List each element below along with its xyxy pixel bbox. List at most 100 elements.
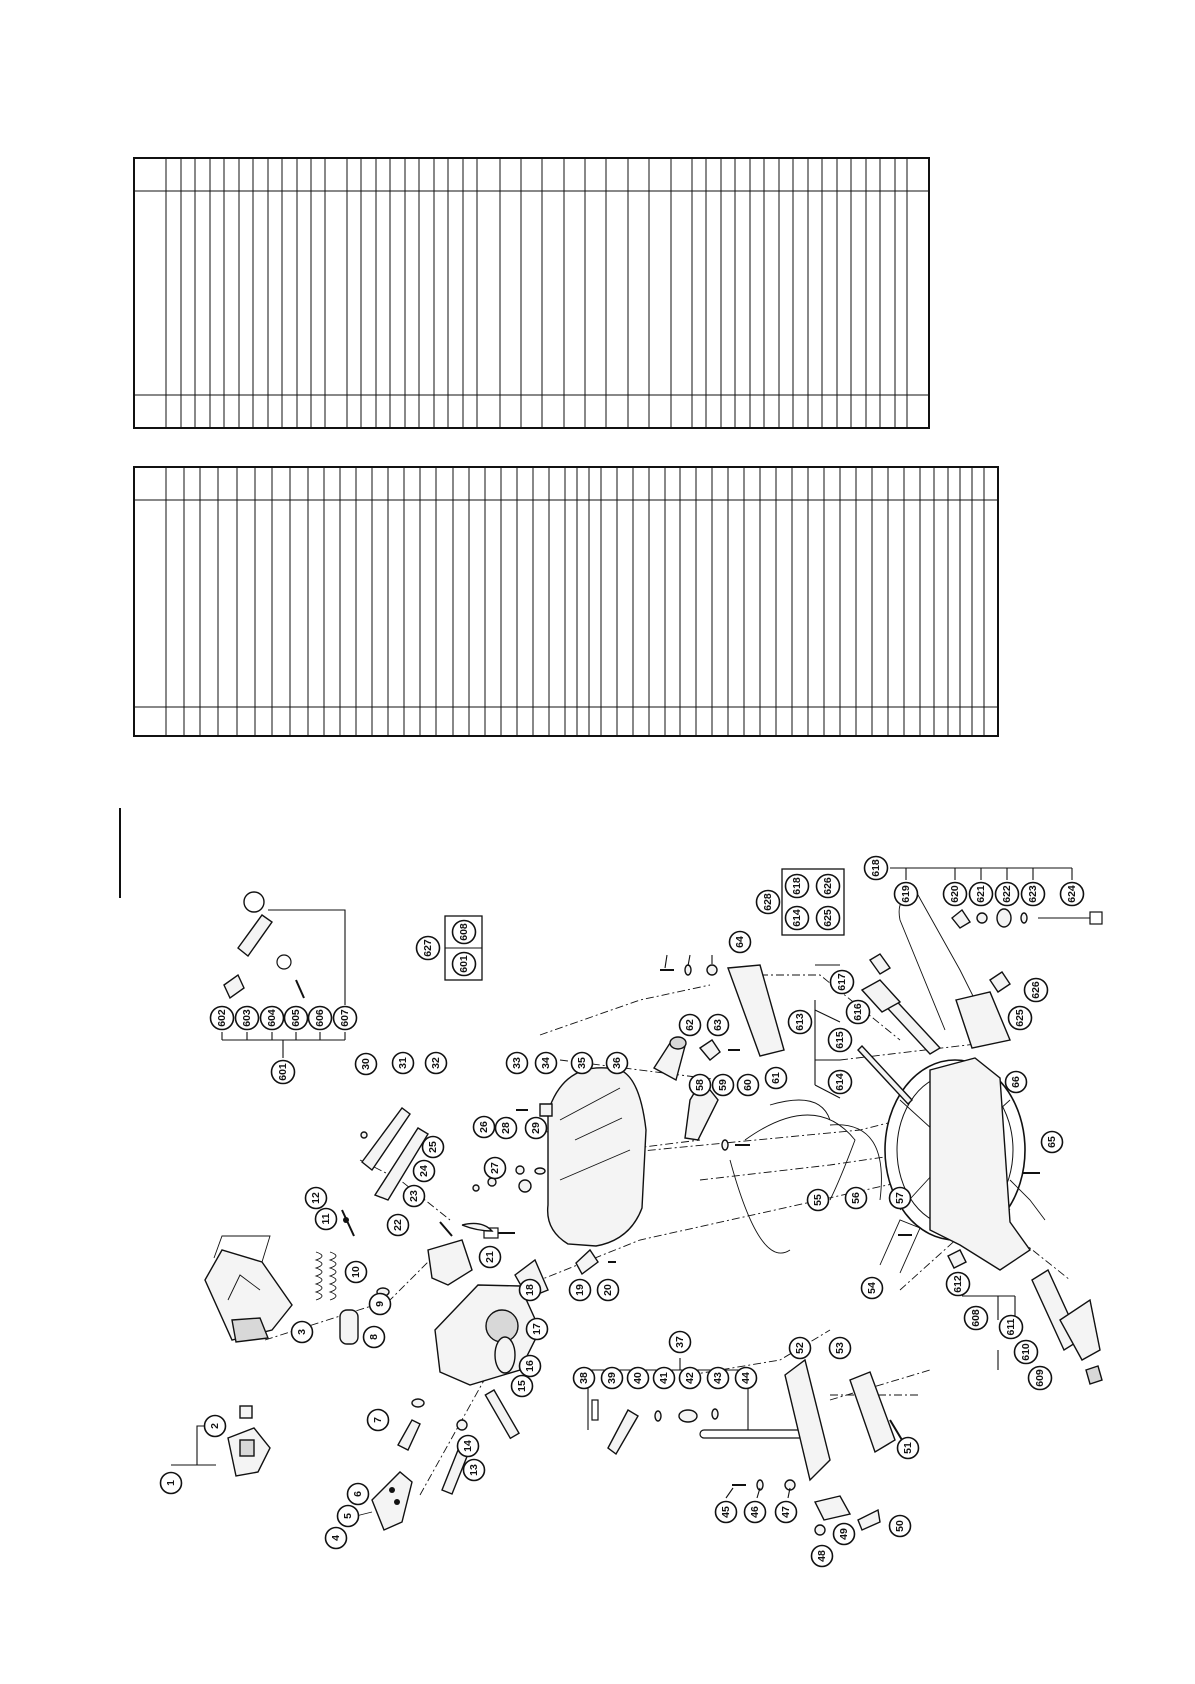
part-washer-59 bbox=[721, 1139, 729, 1151]
callout-4: 4 bbox=[324, 1526, 348, 1550]
part-61 bbox=[769, 1099, 831, 1121]
callout-circle bbox=[888, 1514, 912, 1538]
part-strip-32 bbox=[373, 1127, 429, 1201]
callout-number: 1 bbox=[165, 1480, 177, 1486]
callout-number: 14 bbox=[462, 1440, 474, 1452]
callout-circle bbox=[451, 951, 477, 977]
part-screw-21 bbox=[483, 1227, 515, 1239]
callout-50: 50 bbox=[888, 1514, 912, 1538]
callout-circle bbox=[362, 1325, 386, 1349]
callout-circle bbox=[605, 1051, 629, 1075]
callout-20: 20 bbox=[596, 1278, 620, 1302]
callout-circle bbox=[815, 905, 841, 931]
part-clamp-screw bbox=[951, 908, 1103, 929]
callout-614: 614 bbox=[827, 1069, 853, 1095]
callout-7: 7 bbox=[366, 1408, 390, 1432]
callout-number: 13 bbox=[468, 1464, 480, 1476]
callout-number: 40 bbox=[632, 1372, 644, 1384]
callout-36: 36 bbox=[605, 1051, 629, 1075]
part-pin-15 bbox=[484, 1389, 520, 1440]
callout-number: 49 bbox=[838, 1528, 850, 1540]
part-washer bbox=[411, 1398, 425, 1408]
callout-circle bbox=[402, 1184, 426, 1208]
callout-number: 31 bbox=[397, 1057, 409, 1069]
callout-18: 18 bbox=[518, 1278, 542, 1302]
callout-number: 9 bbox=[374, 1301, 386, 1307]
callout-number: 39 bbox=[606, 1372, 618, 1384]
part-upper-guard bbox=[546, 1067, 647, 1247]
callout-circle bbox=[1007, 1005, 1033, 1031]
callout-circle bbox=[896, 1436, 920, 1460]
callout-21: 21 bbox=[478, 1245, 502, 1269]
callout-circle bbox=[346, 1482, 370, 1506]
callout-number: 601 bbox=[277, 1063, 289, 1081]
callout-circle bbox=[668, 1330, 692, 1354]
callout-62: 62 bbox=[678, 1013, 702, 1037]
callout-number: 35 bbox=[576, 1057, 588, 1069]
callout-number: 610 bbox=[1020, 1343, 1032, 1361]
callout-47: 47 bbox=[774, 1500, 798, 1524]
callout-number: 43 bbox=[712, 1372, 724, 1384]
callout-circle bbox=[478, 1245, 502, 1269]
callout-circle bbox=[572, 1366, 596, 1390]
callout-circle bbox=[344, 1260, 368, 1284]
callout-circle bbox=[332, 1005, 358, 1031]
part-screw-23 bbox=[439, 1221, 453, 1237]
callout-circle bbox=[784, 873, 810, 899]
callout-605: 605 bbox=[283, 1005, 309, 1031]
callout-59: 59 bbox=[711, 1073, 735, 1097]
callout-602: 602 bbox=[209, 1005, 235, 1031]
callout-number: 63 bbox=[712, 1019, 724, 1031]
callout-8: 8 bbox=[362, 1325, 386, 1349]
part-arm-housing bbox=[434, 1284, 541, 1386]
callout-622: 622 bbox=[994, 881, 1020, 907]
callout-number: 32 bbox=[430, 1057, 442, 1069]
callout-circle bbox=[472, 1115, 496, 1139]
callout-circle bbox=[596, 1278, 620, 1302]
callout-14: 14 bbox=[456, 1434, 480, 1458]
callout-52: 52 bbox=[788, 1336, 812, 1360]
callout-612: 612 bbox=[945, 1271, 971, 1297]
callout-number: 25 bbox=[427, 1141, 439, 1153]
callout-circle bbox=[1023, 977, 1049, 1003]
callout-number: 2 bbox=[209, 1423, 221, 1429]
callout-circle bbox=[600, 1366, 624, 1390]
callout-number: 622 bbox=[1001, 885, 1013, 903]
callout-circle bbox=[386, 1213, 410, 1237]
callout-circle bbox=[159, 1471, 183, 1495]
callout-circle bbox=[832, 1522, 856, 1546]
callout-circle bbox=[494, 1116, 518, 1140]
callout-28: 28 bbox=[494, 1116, 518, 1140]
callout-12: 12 bbox=[304, 1186, 328, 1210]
callout-number: 615 bbox=[834, 1031, 846, 1049]
callout-number: 64 bbox=[734, 936, 746, 948]
callout-number: 17 bbox=[531, 1323, 543, 1335]
callout-number: 603 bbox=[241, 1009, 253, 1027]
part-49 bbox=[813, 1495, 852, 1521]
part-guard-ring-outer bbox=[729, 1159, 791, 1254]
callout-16: 16 bbox=[518, 1354, 542, 1378]
callout-number: 607 bbox=[339, 1009, 351, 1027]
callout-circle bbox=[827, 1069, 853, 1095]
callout-number: 59 bbox=[717, 1079, 729, 1091]
callout-621: 621 bbox=[968, 881, 994, 907]
callout-circle bbox=[888, 1186, 912, 1210]
part-29 bbox=[534, 1167, 546, 1175]
kit-callout-625: 625 bbox=[815, 905, 841, 931]
callout-number: 54 bbox=[866, 1282, 878, 1294]
callout-circle bbox=[324, 1526, 348, 1550]
callout-circle bbox=[462, 1458, 486, 1482]
callout-number: 27 bbox=[489, 1162, 501, 1174]
part-34 bbox=[539, 1103, 553, 1117]
kit-callout-618: 618 bbox=[784, 873, 810, 899]
callout-circle bbox=[568, 1278, 592, 1302]
part-saw-blade-base bbox=[884, 1057, 1046, 1271]
callout-37: 37 bbox=[668, 1330, 692, 1354]
callout-number: 611 bbox=[1005, 1318, 1017, 1335]
callout-6: 6 bbox=[346, 1482, 370, 1506]
callout-number: 10 bbox=[350, 1266, 362, 1278]
callout-55: 55 bbox=[806, 1188, 830, 1212]
part-strip-31 bbox=[361, 1107, 411, 1172]
callout-circle bbox=[844, 1186, 868, 1210]
callout-61: 61 bbox=[764, 1066, 788, 1090]
